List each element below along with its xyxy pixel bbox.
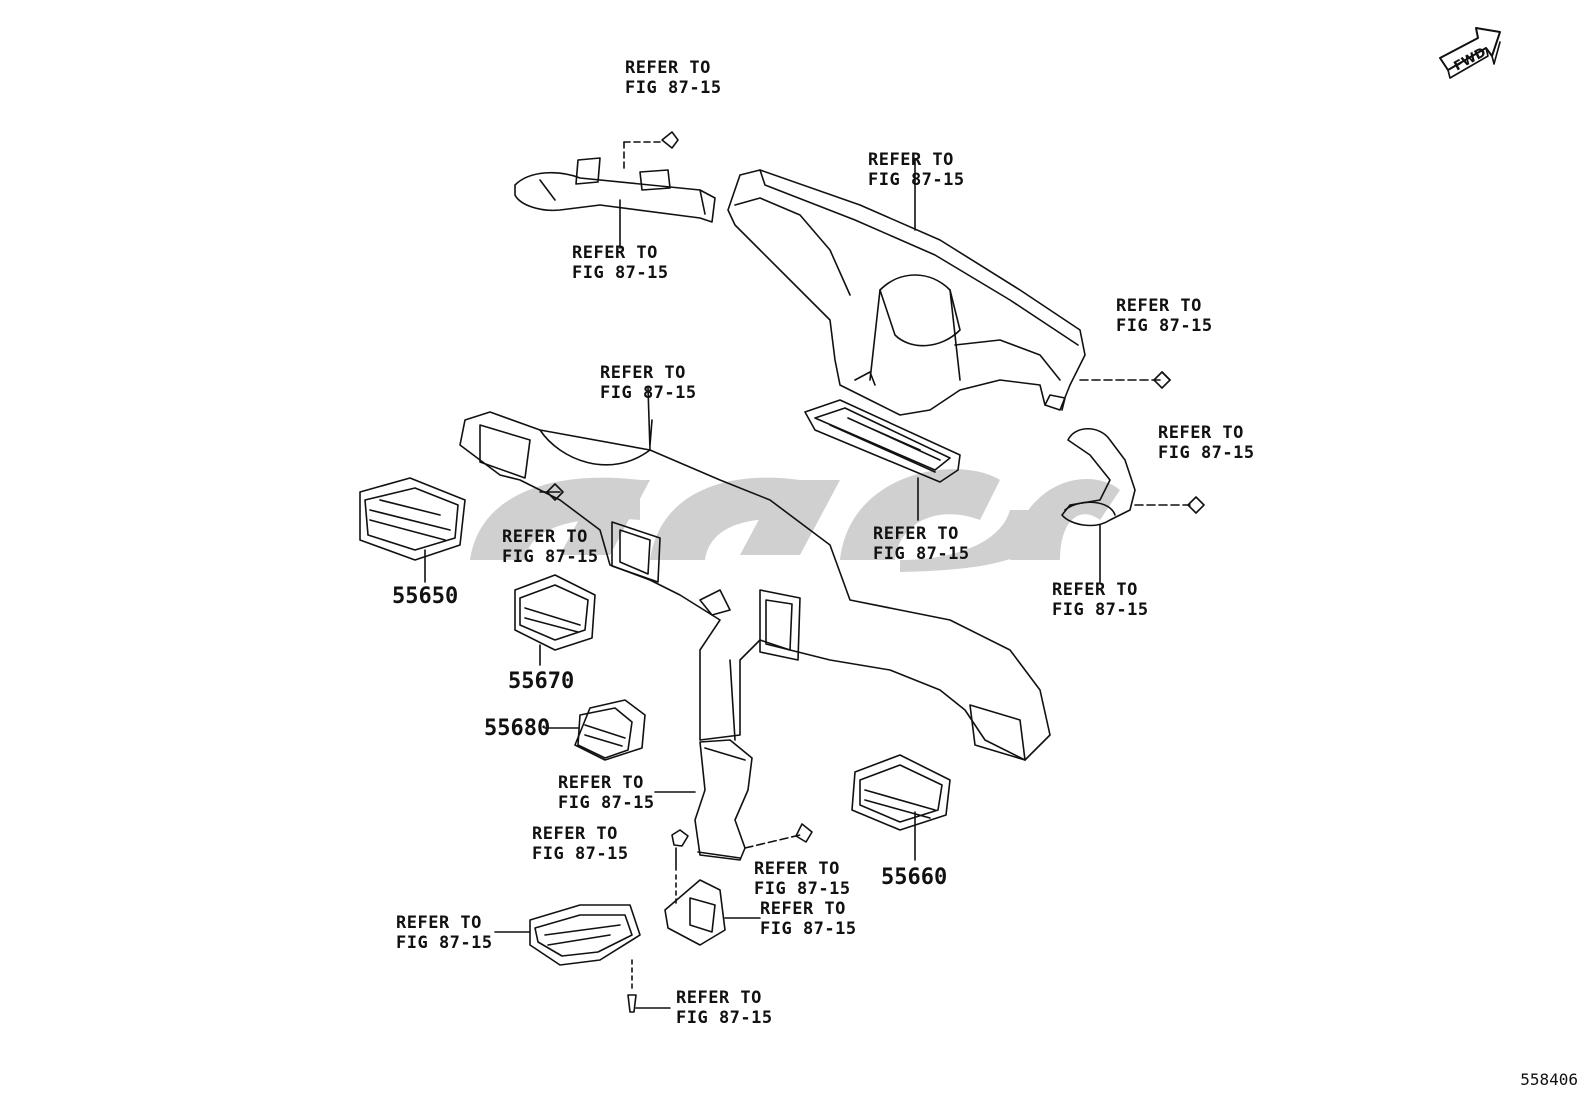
refer-line1: REFER TO [396,913,482,933]
refer-line1: REFER TO [676,988,762,1008]
register-55660 [851,754,951,861]
refer-label-top: REFER TO FIG 87-15 [625,58,722,98]
refer-line2: FIG 87-15 [760,919,857,939]
refer-line2: FIG 87-15 [754,879,851,899]
refer-line1: REFER TO [1052,580,1138,600]
refer-label-grille: REFER TO FIG 87-15 [873,524,970,564]
center-register-duct [727,159,1171,416]
lower-duct-assembly [459,387,1051,761]
register-55650 [359,477,466,583]
refer-label-bottom-register: REFER TO FIG 87-15 [396,913,493,953]
refer-line2: FIG 87-15 [502,547,599,567]
center-lower-duct [654,739,813,906]
refer-line2: FIG 87-15 [873,544,970,564]
bottom-left-register [494,904,671,1013]
part-number-55650: 55650 [392,584,459,609]
refer-line1: REFER TO [868,150,954,170]
refer-line1: REFER TO [760,899,846,919]
watermark-logo [470,469,1120,572]
refer-label-center-top: REFER TO FIG 87-15 [868,150,965,190]
refer-label-center-lower-duct: REFER TO FIG 87-15 [558,773,655,813]
refer-label-lower-screw: REFER TO FIG 87-15 [754,859,851,899]
refer-line1: REFER TO [558,773,644,793]
refer-line1: REFER TO [1116,296,1202,316]
refer-line2: FIG 87-15 [1052,600,1149,620]
refer-line2: FIG 87-15 [868,170,965,190]
refer-label-right-duct: REFER TO FIG 87-15 [1052,580,1149,620]
refer-label-right-screw: REFER TO FIG 87-15 [1116,296,1213,336]
register-55670 [514,574,596,666]
refer-label-upper-duct: REFER TO FIG 87-15 [572,243,669,283]
refer-label-left-screw: REFER TO FIG 87-15 [502,527,599,567]
refer-line1: REFER TO [600,363,686,383]
refer-line1: REFER TO [572,243,658,263]
refer-line2: FIG 87-15 [625,78,722,98]
refer-line2: FIG 87-15 [558,793,655,813]
refer-line2: FIG 87-15 [676,1008,773,1028]
right-side-duct [1061,427,1205,583]
refer-line2: FIG 87-15 [1116,316,1213,336]
refer-label-clip: REFER TO FIG 87-15 [532,824,629,864]
refer-line1: REFER TO [502,527,588,547]
register-55680 [544,699,646,761]
bottom-bracket [664,879,761,946]
figure-id: 558406 [1520,1070,1578,1089]
part-number-55680: 55680 [484,716,551,741]
screws [1161,371,1171,381]
refer-line2: FIG 87-15 [600,383,697,403]
refer-line2: FIG 87-15 [396,933,493,953]
upper-left-duct [514,131,716,249]
refer-label-bottom-screw: REFER TO FIG 87-15 [676,988,773,1028]
center-lower-grille [804,399,961,521]
refer-line2: FIG 87-15 [572,263,669,283]
part-number-55660: 55660 [881,865,948,890]
line-art [359,27,1501,1013]
refer-line1: REFER TO [754,859,840,879]
refer-label-lower-duct: REFER TO FIG 87-15 [600,363,697,403]
refer-line1: REFER TO [1158,423,1244,443]
part-number-55670: 55670 [508,669,575,694]
refer-label-right-side-screw: REFER TO FIG 87-15 [1158,423,1255,463]
refer-line1: REFER TO [873,524,959,544]
fwd-arrow-icon [1439,27,1501,79]
refer-line1: REFER TO [625,58,711,78]
refer-line2: FIG 87-15 [532,844,629,864]
refer-label-bracket: REFER TO FIG 87-15 [760,899,857,939]
refer-line1: REFER TO [532,824,618,844]
refer-line2: FIG 87-15 [1158,443,1255,463]
